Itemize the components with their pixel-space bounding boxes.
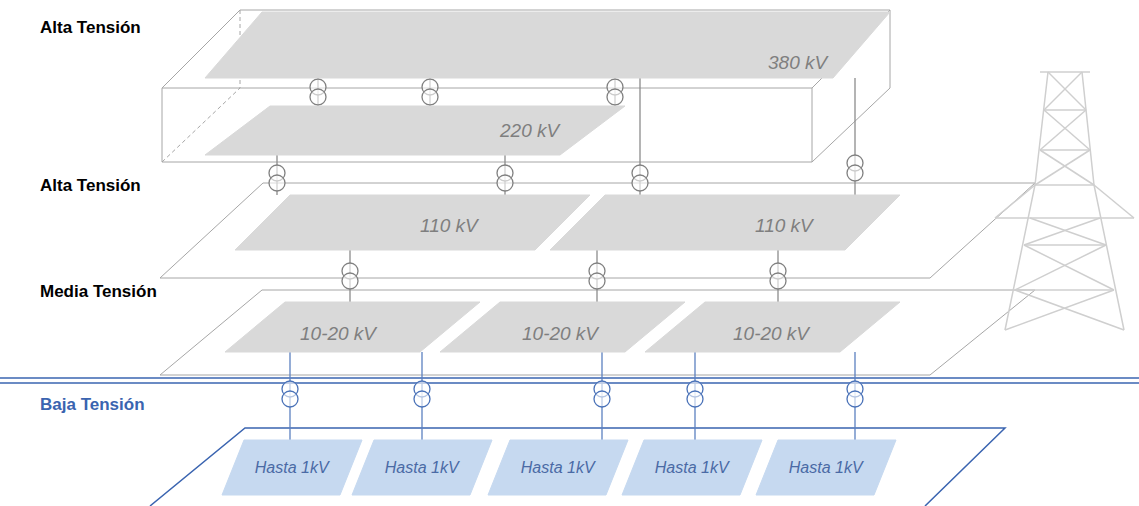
voltage-label: 110 kV [420, 215, 478, 237]
voltage-plane: 380 kV [205, 12, 890, 78]
voltage-plane: 110 kV [235, 195, 590, 250]
voltage-label: 110 kV [755, 215, 813, 237]
voltage-label: Hasta 1kV [385, 459, 459, 477]
plane-fill [645, 302, 900, 352]
transformer-symbol [687, 391, 703, 407]
voltage-plane: 10-20 kV [440, 302, 685, 352]
plane-fill [550, 195, 900, 250]
transformer-symbol [310, 89, 326, 105]
hv-110-layer-outline [160, 183, 1035, 278]
voltage-label: Hasta 1kV [655, 459, 729, 477]
plane-fill [225, 302, 480, 352]
transformer-link [687, 352, 703, 440]
transformer-link [282, 352, 298, 440]
voltage-level-label: Alta Tensión [40, 176, 141, 196]
voltage-plane: Hasta 1kV [222, 440, 362, 495]
voltage-plane: 220 kV [205, 106, 625, 155]
transformer-symbol [847, 165, 863, 181]
plane-shape [205, 106, 625, 155]
voltage-plane: 10-20 kV [225, 302, 480, 352]
voltage-plane: Hasta 1kV [488, 440, 628, 495]
plane-fill [235, 195, 590, 250]
plane-fill [205, 106, 625, 155]
transformer-link [847, 78, 863, 195]
plane-fill [488, 440, 628, 495]
pylon-illustration [995, 72, 1134, 330]
transformer-link [269, 155, 285, 195]
plane-shape [235, 195, 590, 250]
voltage-plane: Hasta 1kV [622, 440, 762, 495]
transformer-link [847, 352, 863, 440]
plane-fill [756, 440, 896, 495]
voltage-label: 10-20 kV [300, 323, 376, 345]
voltage-label: Hasta 1kV [255, 459, 329, 477]
transformer-link [310, 78, 326, 106]
voltage-plane: 10-20 kV [645, 302, 900, 352]
transformer-symbol [422, 89, 438, 105]
voltage-level-label: Alta Tensión [40, 18, 141, 38]
transformer-symbol [342, 273, 358, 289]
transformer-symbol [594, 391, 610, 407]
voltage-label: Hasta 1kV [789, 459, 863, 477]
transformer-symbol [497, 175, 513, 191]
plane-fill [222, 440, 362, 495]
transformer-link [497, 155, 513, 195]
transformer-link [770, 250, 786, 302]
mv-layer-outline [160, 290, 1035, 375]
voltage-plane: 110 kV [550, 195, 900, 250]
transformer-link [414, 352, 430, 440]
voltage-level-label: Baja Tensión [40, 395, 145, 415]
lv-layer-outline [150, 428, 1005, 506]
transformer-symbol [589, 273, 605, 289]
plane-fill [205, 12, 890, 78]
plane-shape [550, 195, 900, 250]
transformer-link [607, 78, 623, 106]
transformer-symbol [632, 175, 648, 191]
voltage-label: 10-20 kV [522, 323, 598, 345]
voltage-plane: Hasta 1kV [352, 440, 492, 495]
plane-fill [622, 440, 762, 495]
transformer-symbol [414, 391, 430, 407]
voltage-label: Hasta 1kV [521, 459, 595, 477]
transformer-link [632, 78, 648, 195]
transformer-symbol [282, 391, 298, 407]
plane-fill [352, 440, 492, 495]
transformer-symbol [607, 89, 623, 105]
transformer-link [594, 352, 610, 440]
transformer-symbol [269, 175, 285, 191]
hv-box-outline [162, 10, 890, 162]
low-voltage-divider [0, 378, 1139, 383]
transformer-symbol [847, 391, 863, 407]
plane-fill [440, 302, 685, 352]
transformer-link [589, 250, 605, 302]
voltage-label: 220 kV [500, 120, 559, 142]
voltage-plane: Hasta 1kV [756, 440, 896, 495]
transformer-link [422, 78, 438, 106]
transformer-symbol [770, 273, 786, 289]
voltage-level-label: Media Tensión [40, 282, 157, 302]
voltage-label: 380 kV [768, 52, 827, 74]
voltage-label: 10-20 kV [733, 323, 809, 345]
transformer-link [342, 250, 358, 302]
